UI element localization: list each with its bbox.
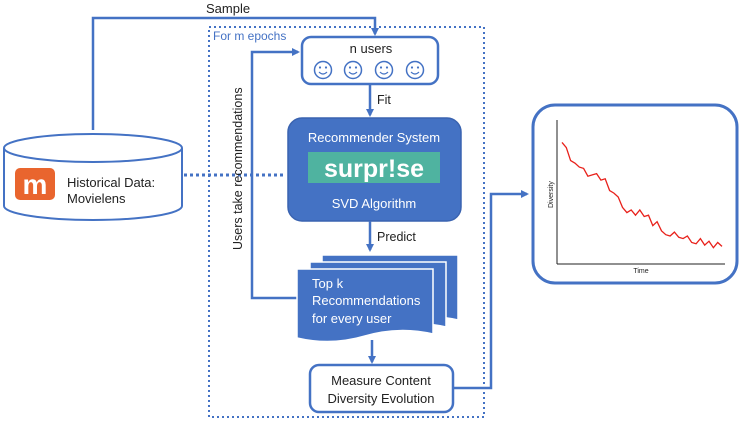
chart-xlabel: Time xyxy=(633,268,648,275)
database-cylinder-icon xyxy=(3,133,183,221)
top-k-every-user-label: for every user xyxy=(312,311,392,326)
top-k-label: Top k xyxy=(312,276,344,291)
top-k-recommendations-label: Recommendations xyxy=(312,293,421,308)
fit-label: Fit xyxy=(377,93,391,107)
svd-algorithm-label: SVD Algorithm xyxy=(332,196,417,211)
diversity-series-line xyxy=(561,141,723,249)
measure-content-label: Measure Content xyxy=(331,373,431,388)
to-chart-arrow xyxy=(453,190,529,390)
for-m-epochs-label: For m epochs xyxy=(213,29,286,43)
users-take-loop-arrow xyxy=(250,48,300,300)
top-k-documents xyxy=(296,254,459,343)
smiley-face-icon xyxy=(313,60,425,80)
recommender-system-label: Recommender System xyxy=(308,130,440,145)
users-take-recommendations-label: Users take recommendations xyxy=(231,87,245,250)
predict-label: Predict xyxy=(377,230,416,244)
surprise-logo-text: surpr!se xyxy=(324,155,424,183)
svg-text:m: m xyxy=(23,169,48,200)
movielens-label: Movielens xyxy=(67,191,126,206)
smiley-face-icon xyxy=(343,60,363,80)
sample-label: Sample xyxy=(206,1,250,16)
historical-data-label: Historical Data: xyxy=(67,175,155,190)
smiley-face-icon xyxy=(313,60,333,80)
movielens-logo: m xyxy=(15,168,55,200)
n-users-label: n users xyxy=(350,41,393,56)
sample-arrow xyxy=(91,16,379,130)
smiley-face-icon xyxy=(374,60,394,80)
diversity-chart-frame xyxy=(531,103,739,285)
diversity-evolution-label: Diversity Evolution xyxy=(328,391,435,406)
diversity-chart: Diversity Time xyxy=(548,120,725,275)
epochs-frame xyxy=(208,26,485,418)
surprise-logo xyxy=(308,152,440,183)
smiley-face-icon xyxy=(405,60,425,80)
chart-ylabel: Diversity xyxy=(548,181,555,208)
